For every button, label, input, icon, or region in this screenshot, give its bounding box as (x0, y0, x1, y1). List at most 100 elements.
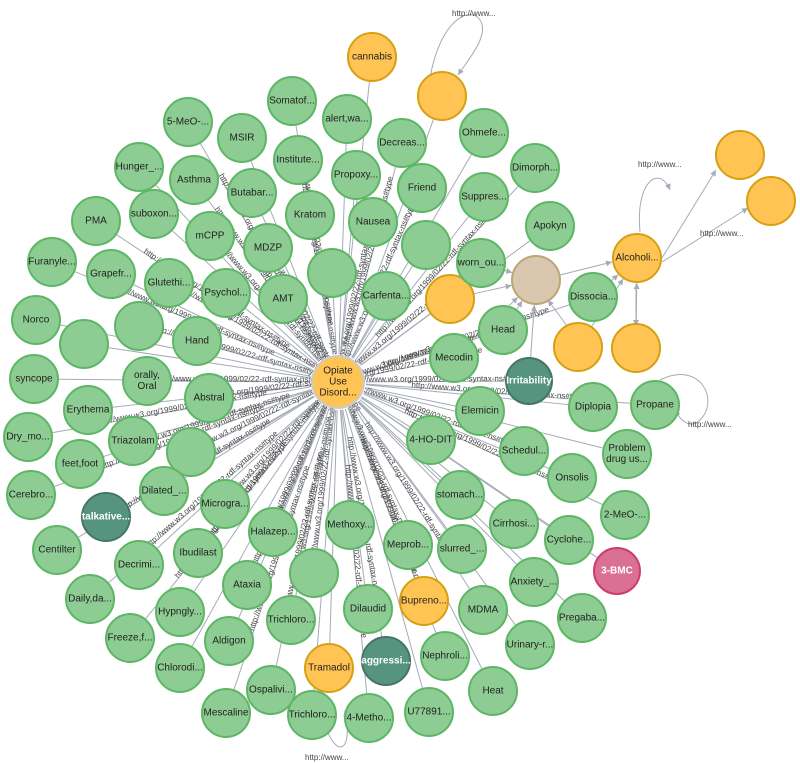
node-circle-orally[interactable] (122, 356, 172, 406)
node-centilter[interactable]: Centilter (32, 525, 82, 575)
node-circle-mdma[interactable] (458, 585, 508, 635)
node-suboxon[interactable]: suboxon... (129, 189, 179, 239)
node-u77891[interactable]: U77891... (404, 687, 454, 737)
node-aldigon[interactable]: Aldigon (204, 616, 254, 666)
node-ataxia[interactable]: Ataxia (222, 560, 272, 610)
node-trichloro2[interactable]: Trichloro... (287, 690, 337, 740)
node-freezef[interactable]: Freeze,f... (105, 613, 155, 663)
node-circle-nausea[interactable] (348, 197, 398, 247)
node-suppres[interactable]: Suppres... (459, 172, 509, 222)
node-o_b[interactable] (611, 323, 661, 373)
node-pregaba[interactable]: Pregaba... (557, 593, 607, 643)
node-circle-dilated[interactable] (139, 466, 189, 516)
node-butabar[interactable]: Butabar... (227, 168, 277, 218)
node-circle-dilaudid[interactable] (343, 584, 393, 634)
node-circle-stomach[interactable] (435, 470, 485, 520)
node-g_l2[interactable] (59, 319, 109, 369)
node-circle-pma[interactable] (71, 196, 121, 246)
node-ho4dit[interactable]: 4-HO-DIT (406, 415, 456, 465)
node-circle-syncope[interactable] (9, 354, 59, 404)
node-nephroli[interactable]: Nephroli... (420, 631, 470, 681)
node-circle-freezef[interactable] (105, 613, 155, 663)
node-circle-hypngly[interactable] (155, 587, 205, 637)
node-decreas[interactable]: Decreas... (377, 118, 427, 168)
node-center[interactable]: OpiateUseDisord... (311, 355, 365, 409)
node-circle-anxiety[interactable] (509, 557, 559, 607)
node-circle-meo5[interactable] (163, 97, 213, 147)
node-circle-suboxon[interactable] (129, 189, 179, 239)
node-circle-problem[interactable] (602, 429, 652, 479)
node-orally[interactable]: orally,Oral (122, 356, 172, 406)
node-drymo[interactable]: Dry_mo... (3, 412, 53, 462)
node-mdzp[interactable]: MDZP (243, 223, 293, 273)
node-alertwa[interactable]: alert,wa... (322, 94, 372, 144)
node-ohmefe[interactable]: Ohmefe... (459, 108, 509, 158)
node-circle-heat[interactable] (468, 666, 518, 716)
node-dilaudid[interactable]: Dilaudid (343, 584, 393, 634)
node-circle-norco[interactable] (11, 295, 61, 345)
node-cirrhosi[interactable]: Cirrhosi... (489, 499, 539, 549)
node-circle-alertwa[interactable] (322, 94, 372, 144)
node-circle-mdzp[interactable] (243, 223, 293, 273)
node-institute[interactable]: Institute... (273, 135, 323, 185)
node-decrimi[interactable]: Decrimi... (114, 540, 164, 590)
node-circle-pregaba[interactable] (557, 593, 607, 643)
node-slurred[interactable]: slurred_... (437, 524, 487, 574)
node-trichloro1[interactable]: Trichloro... (266, 595, 316, 645)
node-circle-propoxy[interactable] (331, 150, 381, 200)
node-apokyn[interactable]: Apokyn (525, 201, 575, 251)
node-asthma[interactable]: Asthma (169, 155, 219, 205)
node-mecodin[interactable]: Mecodin (429, 333, 479, 383)
node-circle-apokyn[interactable] (525, 201, 575, 251)
node-circle-abstral[interactable] (184, 373, 234, 423)
node-circle-dimorph[interactable] (510, 143, 560, 193)
node-circle-cirrhosi[interactable] (489, 499, 539, 549)
node-circle-halazep[interactable] (248, 507, 298, 557)
node-hunger[interactable]: Hunger_... (114, 142, 164, 192)
node-circle-g_mid[interactable] (401, 220, 451, 270)
node-halazep[interactable]: Halazep... (248, 507, 298, 557)
node-circle-o_top[interactable] (417, 71, 467, 121)
node-g_bot1[interactable] (289, 548, 339, 598)
node-syncope[interactable]: syncope (9, 354, 59, 404)
node-circle-center[interactable] (311, 355, 365, 409)
node-circle-o_b[interactable] (611, 323, 661, 373)
node-g_mid[interactable] (401, 220, 451, 270)
node-circle-alcoholi[interactable] (612, 233, 662, 283)
node-dissocia[interactable]: Dissocia... (568, 272, 618, 322)
node-circle-mescaline[interactable] (201, 688, 251, 738)
node-carfenta[interactable]: Carfenta... (361, 271, 411, 321)
node-urinary[interactable]: Urinary-r... (505, 620, 555, 670)
node-aggressi[interactable]: aggressi... (361, 636, 411, 686)
node-circle-urinary[interactable] (505, 620, 555, 670)
node-nausea[interactable]: Nausea (348, 197, 398, 247)
node-circle-friend[interactable] (397, 163, 447, 213)
node-circle-head[interactable] (478, 305, 528, 355)
node-circle-meo2[interactable] (600, 490, 650, 540)
node-ospalivi[interactable]: Ospalivi... (246, 665, 296, 715)
node-circle-hunger[interactable] (114, 142, 164, 192)
node-glutethi[interactable]: Glutethi... (144, 258, 194, 308)
node-diplopia[interactable]: Diplopia (568, 382, 618, 432)
node-o_r2[interactable] (746, 176, 796, 226)
node-chlorodi[interactable]: Chlorodi... (155, 643, 205, 693)
node-circle-grapefr[interactable] (86, 249, 136, 299)
node-ibudilast[interactable]: Ibudilast (173, 528, 223, 578)
node-dailyda[interactable]: Daily,da... (65, 574, 115, 624)
node-circle-msir[interactable] (217, 113, 267, 163)
node-anxiety[interactable]: Anxiety_... (509, 557, 559, 607)
node-circle-g_l1[interactable] (114, 301, 164, 351)
node-meprob[interactable]: Meprob... (383, 520, 433, 570)
node-circle-carfenta[interactable] (361, 271, 411, 321)
node-circle-propane[interactable] (630, 380, 680, 430)
node-circle-u77891[interactable] (404, 687, 454, 737)
node-circle-glutethi[interactable] (144, 258, 194, 308)
node-somatof[interactable]: Somatof... (267, 76, 317, 126)
node-propane[interactable]: Propane (630, 380, 680, 430)
node-circle-methoxy[interactable] (325, 500, 375, 550)
node-heat[interactable]: Heat (468, 666, 518, 716)
node-circle-hand[interactable] (172, 316, 222, 366)
node-circle-kratom[interactable] (285, 190, 335, 240)
node-cyclohe[interactable]: Cyclohe... (544, 515, 594, 565)
node-circle-g_bot1[interactable] (289, 548, 339, 598)
